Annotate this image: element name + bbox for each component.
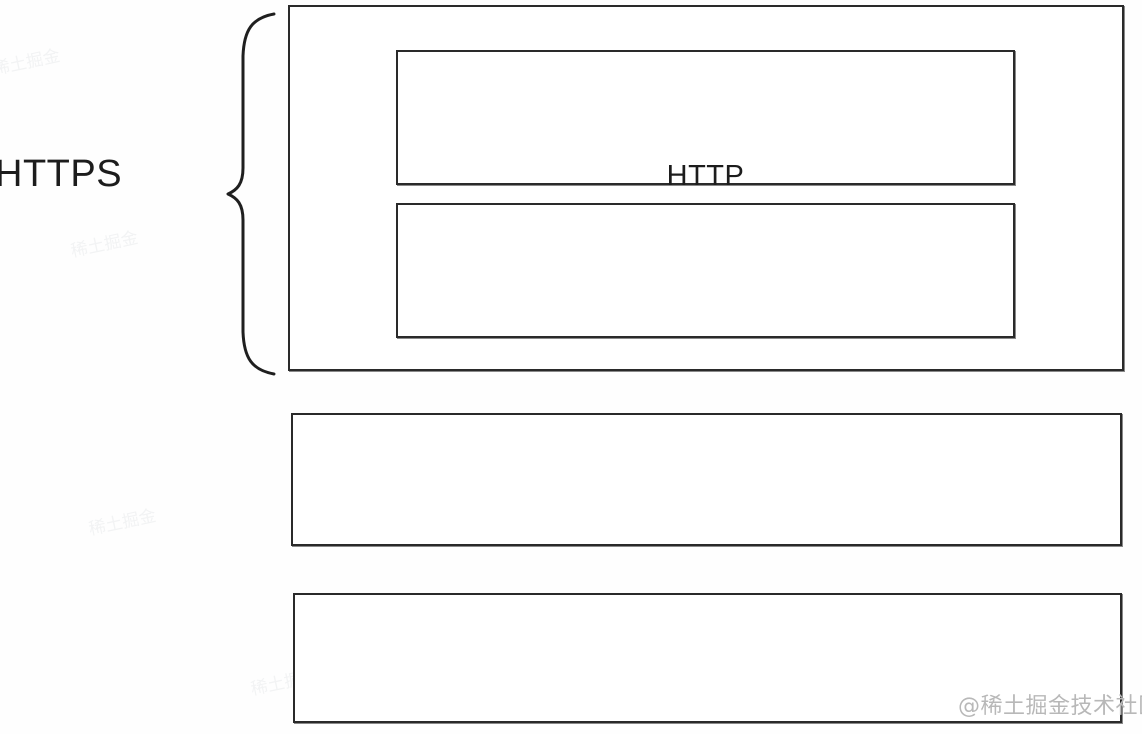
layer-box-tcp: TCP: [291, 413, 1122, 546]
ghost-watermark: 稀土掘金: [87, 506, 158, 540]
layer-box-ip: IP: [293, 593, 1122, 723]
curly-brace-icon: [226, 12, 276, 376]
https-group-label: HTTPS: [0, 153, 123, 195]
ghost-watermark: 稀土掘金: [0, 46, 62, 80]
layer-box-tls: TLS: [396, 203, 1015, 494]
layer-label-http: HTTP: [666, 160, 745, 192]
ghost-watermark: 稀土掘金: [69, 228, 140, 262]
layer-box-http: HTTP: [396, 50, 1015, 192]
community-watermark: @稀土掘金技术社区: [958, 694, 1142, 719]
